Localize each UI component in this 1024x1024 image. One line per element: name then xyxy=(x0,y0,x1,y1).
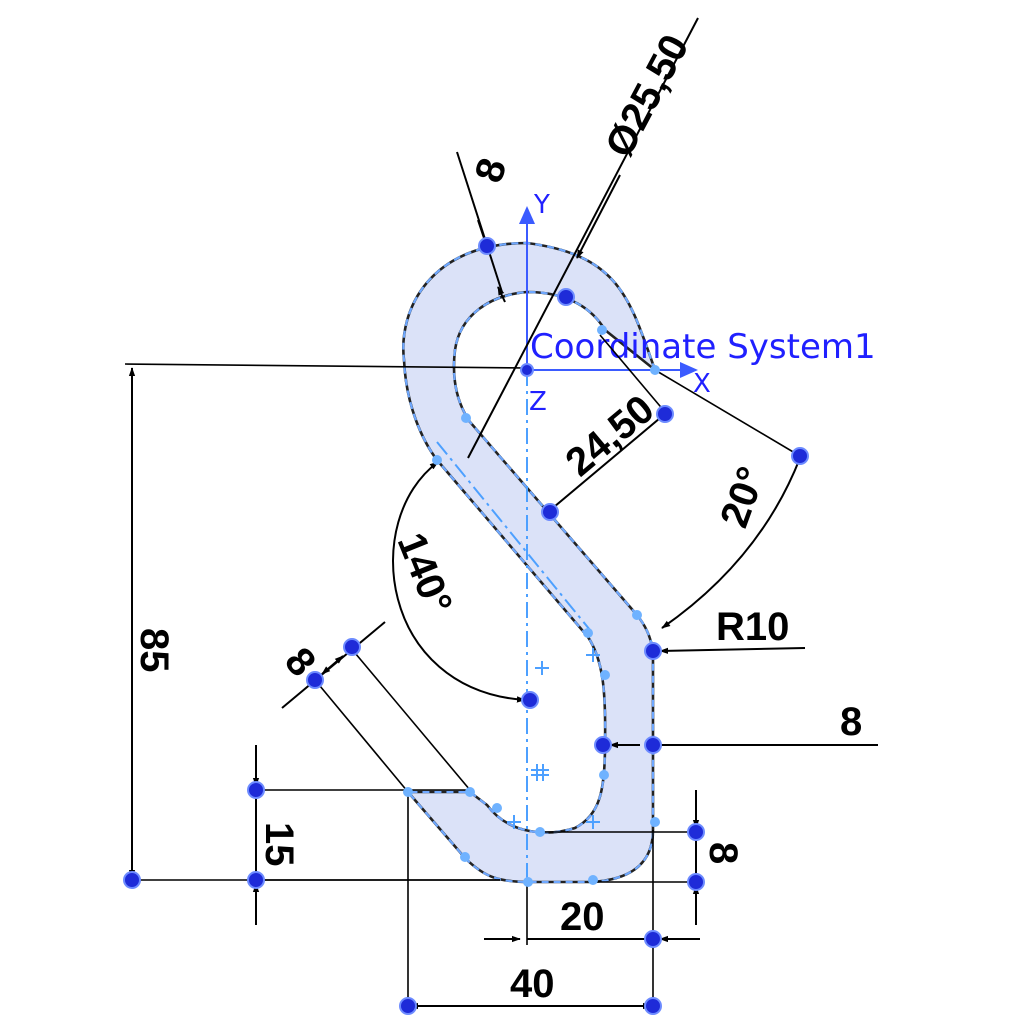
offset-dimension-text[interactable]: 24,50 xyxy=(558,387,663,485)
diameter-dimension-text[interactable]: Ø25,50 xyxy=(597,28,697,165)
radius-dimension-text[interactable]: R10 xyxy=(716,605,789,649)
axis-z-label: Z xyxy=(529,387,547,417)
sketch-points[interactable] xyxy=(123,237,809,1015)
radius-dimension[interactable]: R10 xyxy=(659,605,806,654)
outline-vertices xyxy=(403,325,660,887)
wall-top-dimension-text[interactable]: 8 xyxy=(467,153,516,188)
wall-right-dimension-text[interactable]: 8 xyxy=(840,700,862,744)
step-dimension-text[interactable]: 15 xyxy=(257,822,301,867)
step-dimension[interactable]: 15 xyxy=(250,745,500,925)
coordinate-system[interactable]: Y X Z Coordinate System1 xyxy=(519,190,876,417)
sketch-outline xyxy=(402,241,657,884)
width-inner-dimension-text[interactable]: 20 xyxy=(560,895,605,939)
wall-bottom-dimension[interactable]: 8 xyxy=(540,790,745,925)
width-total-dimension-text[interactable]: 40 xyxy=(510,962,555,1006)
wall-bottom-dimension-text[interactable]: 8 xyxy=(701,842,745,864)
wall-right-dimension[interactable]: 8 xyxy=(609,700,878,749)
axis-y-label: Y xyxy=(533,190,550,220)
coordinate-system-label[interactable]: Coordinate System1 xyxy=(530,327,876,367)
relation-markers xyxy=(507,648,600,829)
axis-x-label: X xyxy=(693,369,711,399)
wall-left-dimension[interactable]: 8 xyxy=(276,621,471,793)
width-total-dimension[interactable]: 40 xyxy=(407,795,652,1012)
width-inner-dimension[interactable]: 20 xyxy=(484,830,700,1012)
height-dimension-text[interactable]: 85 xyxy=(132,628,176,673)
angle-small-dimension[interactable]: 20° xyxy=(654,369,801,629)
angle-small-dimension-text[interactable]: 20° xyxy=(712,461,774,533)
diameter-dimension[interactable]: Ø25,50 xyxy=(467,17,699,459)
